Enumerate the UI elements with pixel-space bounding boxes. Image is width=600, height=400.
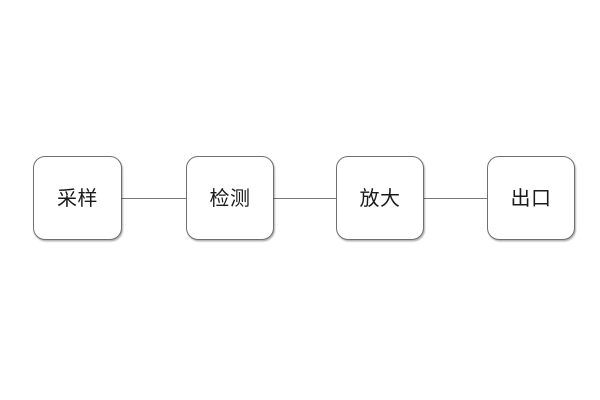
connector-detection-to-amplify: [274, 198, 336, 199]
flow-node-detection-label: 检测: [209, 186, 251, 210]
flow-node-detection[interactable]: 检测: [186, 156, 274, 240]
flow-node-sampling-label: 采样: [57, 186, 98, 210]
connector-sampling-to-detection: [122, 198, 186, 199]
flow-node-output-label: 出口: [510, 186, 552, 210]
flow-node-amplify-label: 放大: [359, 186, 401, 210]
flow-node-output[interactable]: 出口: [487, 156, 575, 240]
flow-node-amplify[interactable]: 放大: [336, 156, 424, 240]
flow-node-sampling[interactable]: 采样: [33, 156, 122, 240]
connector-amplify-to-output: [424, 198, 487, 199]
